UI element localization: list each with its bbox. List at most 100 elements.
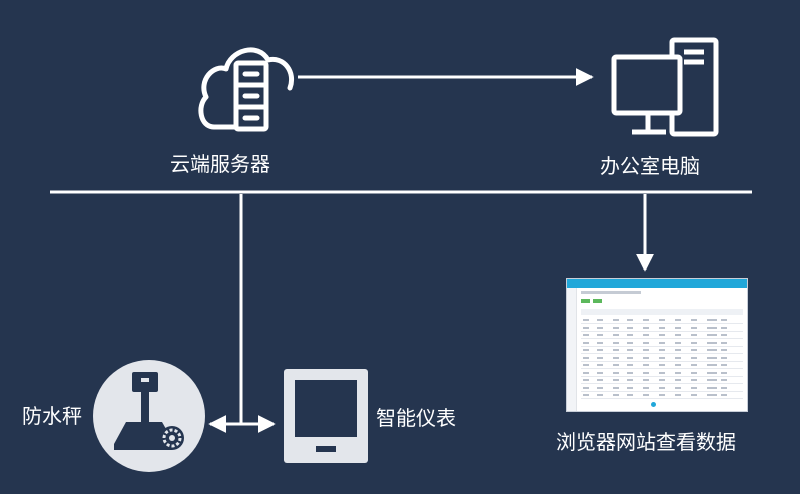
screenshot-table-cell — [583, 364, 589, 366]
screenshot-table-cell — [659, 371, 665, 374]
screenshot-table-cell — [613, 334, 619, 336]
screenshot-table-cell — [721, 326, 727, 329]
screenshot-table-cell — [597, 394, 603, 396]
screenshot-table-cell — [597, 319, 603, 321]
screenshot-table-cell — [627, 356, 633, 359]
screenshot-button — [593, 299, 602, 303]
screenshot-table-cell — [643, 319, 649, 321]
screenshot-table-cell — [707, 379, 717, 381]
tablet-meter-icon — [284, 369, 368, 463]
screenshot-sidebar — [567, 288, 577, 411]
screenshot-table-cell — [613, 349, 619, 351]
label-cloud-server: 云端服务器 — [170, 152, 270, 176]
screenshot-table-cell — [613, 364, 619, 366]
desktop-computer-icon — [611, 37, 719, 137]
screenshot-table-row — [581, 330, 743, 332]
screenshot-table-cell — [643, 371, 649, 374]
screenshot-table-cell — [675, 334, 681, 336]
screenshot-table-cell — [659, 356, 665, 359]
screenshot-table-cell — [721, 379, 727, 381]
screenshot-table-cell — [659, 341, 665, 344]
screenshot-table-cell — [583, 379, 589, 381]
screenshot-table-cell — [597, 356, 603, 359]
screenshot-table-cell — [659, 349, 665, 351]
screenshot-table-cell — [583, 319, 589, 321]
cloud-server-icon — [198, 47, 294, 132]
screenshot-table-cell — [613, 341, 619, 344]
screenshot-table-cell — [583, 341, 589, 344]
screenshot-table-cell — [643, 349, 649, 351]
screenshot-table-cell — [597, 379, 603, 381]
screenshot-table-row — [581, 383, 743, 384]
screenshot-table-cell — [613, 319, 619, 321]
screenshot-table-cell — [643, 341, 649, 344]
screenshot-table-cell — [675, 379, 681, 381]
screenshot-table-cell — [613, 386, 619, 389]
screenshot-table-cell — [627, 364, 633, 366]
scale-icon — [93, 360, 205, 472]
screenshot-table-cell — [597, 326, 603, 329]
screenshot-table-cell — [643, 394, 649, 396]
screenshot-header-bar — [567, 279, 747, 288]
screenshot-table-header — [581, 309, 743, 315]
screenshot-table-cell — [659, 386, 665, 389]
screenshot-table-cell — [721, 386, 727, 389]
screenshot-table-cell — [597, 371, 603, 374]
screenshot-table-cell — [707, 334, 717, 336]
screenshot-table-cell — [627, 341, 633, 344]
web-table-screenshot — [566, 278, 748, 412]
screenshot-table-cell — [643, 379, 649, 381]
screenshot-table-cell — [675, 326, 681, 329]
label-browser-view: 浏览器网站查看数据 — [556, 430, 736, 454]
screenshot-table-cell — [721, 341, 727, 344]
screenshot-table-cell — [659, 364, 665, 366]
screenshot-table-cell — [597, 386, 603, 389]
screenshot-table-cell — [627, 379, 633, 381]
screenshot-table-cell — [613, 371, 619, 374]
screenshot-table-cell — [721, 364, 727, 366]
screenshot-table-row — [581, 368, 743, 369]
screenshot-table-cell — [659, 379, 665, 381]
screenshot-table-cell — [627, 334, 633, 336]
screenshot-table-row — [581, 323, 743, 324]
label-scale: 防水秤 — [22, 404, 82, 428]
screenshot-table-cell — [691, 394, 697, 396]
screenshot-table-row — [581, 353, 743, 354]
screenshot-table-cell — [597, 334, 603, 336]
screenshot-table-cell — [659, 394, 665, 396]
screenshot-table-cell — [627, 394, 633, 396]
screenshot-table-cell — [691, 371, 697, 374]
screenshot-table-cell — [707, 319, 717, 321]
screenshot-table-cell — [643, 356, 649, 359]
screenshot-table-cell — [691, 334, 697, 336]
screenshot-table-cell — [721, 319, 727, 321]
label-meter: 智能仪表 — [376, 406, 456, 430]
screenshot-table-cell — [707, 371, 717, 374]
screenshot-table-cell — [691, 379, 697, 381]
screenshot-table-cell — [597, 364, 603, 366]
screenshot-table-cell — [721, 334, 727, 336]
screenshot-table-cell — [675, 341, 681, 344]
screenshot-table-cell — [583, 334, 589, 336]
screenshot-table-cell — [583, 394, 589, 396]
screenshot-table-cell — [707, 364, 717, 366]
screenshot-table-cell — [613, 379, 619, 381]
screenshot-table-cell — [627, 326, 633, 329]
screenshot-table-cell — [707, 326, 717, 329]
screenshot-table-cell — [659, 326, 665, 329]
screenshot-table-cell — [691, 319, 697, 321]
screenshot-table-cell — [707, 394, 717, 396]
screenshot-table-cell — [643, 386, 649, 389]
screenshot-table-cell — [707, 349, 717, 351]
screenshot-table-cell — [721, 349, 727, 351]
screenshot-table-cell — [627, 349, 633, 351]
screenshot-table-cell — [675, 394, 681, 396]
screenshot-table-row — [581, 390, 743, 392]
screenshot-table-cell — [643, 364, 649, 366]
screenshot-table-cell — [583, 349, 589, 351]
screenshot-table-cell — [627, 319, 633, 321]
screenshot-table-cell — [613, 356, 619, 359]
screenshot-table-cell — [597, 341, 603, 344]
